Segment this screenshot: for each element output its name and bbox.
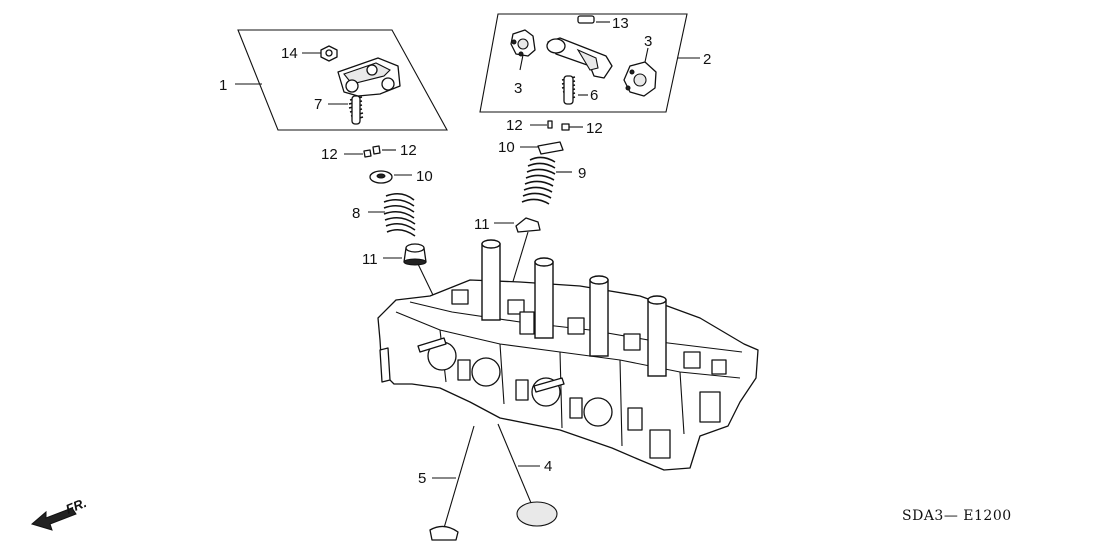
front-label: FR. (64, 495, 89, 517)
callout-11-left: 11 (362, 251, 378, 268)
callout-10-right: 10 (498, 139, 515, 156)
studs (379, 337, 565, 393)
valve-spring-9 (521, 156, 572, 205)
callout-12-right-a: 12 (506, 117, 523, 134)
callout-3-right: 3 (644, 33, 652, 50)
callout-9: 9 (578, 165, 586, 182)
spring-retainer-10-left (369, 170, 412, 184)
callout-3-left: 3 (514, 80, 522, 97)
callout-labels: 1 2 3 3 4 5 6 7 8 9 10 10 11 11 12 12 12… (219, 15, 711, 487)
front-arrow-icon (30, 507, 77, 531)
callout-1: 1 (219, 77, 227, 94)
pin-13 (577, 15, 595, 24)
valve-keepers-12-left (344, 145, 396, 158)
cylinder-head (377, 239, 759, 471)
front-direction-indicator: FR. (30, 495, 89, 531)
callout-5: 5 (418, 470, 426, 487)
spring-6 (561, 75, 576, 105)
callout-14: 14 (281, 45, 298, 62)
rocker-arm-assembly-box-left (235, 29, 448, 131)
exhaust-valve-5 (429, 425, 475, 541)
callout-12-right-b: 12 (586, 120, 603, 137)
adjusting-nut-14 (320, 45, 338, 62)
callout-8: 8 (352, 205, 360, 222)
intake-valve-4 (497, 423, 558, 527)
callout-12-left-b: 12 (400, 142, 417, 159)
spark-plug-tubes (481, 239, 667, 377)
valve-stem-seal-11-right (494, 217, 541, 233)
callout-6: 6 (590, 87, 598, 104)
callout-12-left-a: 12 (321, 146, 338, 163)
valve-keepers-12-right (530, 120, 583, 131)
callout-2: 2 (703, 51, 711, 68)
callout-4: 4 (544, 458, 552, 475)
spring-7 (348, 95, 364, 125)
callout-11-right: 11 (474, 216, 490, 233)
rocker-arm-left (337, 57, 401, 97)
cam-bearing-saddles (451, 289, 727, 459)
callout-13: 13 (612, 15, 629, 32)
rocker-arm-right (546, 37, 613, 79)
diagram-code: SDA3— E1200 (902, 508, 1012, 524)
valve-stem-seal-11-left (383, 243, 427, 266)
callout-10-left: 10 (416, 168, 433, 185)
callout-7: 7 (314, 96, 322, 113)
collar-3-left (510, 29, 536, 57)
valve-spring-8 (368, 192, 416, 237)
rocker-arm-assembly-box-right (479, 13, 700, 113)
spring-retainer-10-right (520, 141, 564, 155)
collar-3-right (623, 61, 657, 97)
